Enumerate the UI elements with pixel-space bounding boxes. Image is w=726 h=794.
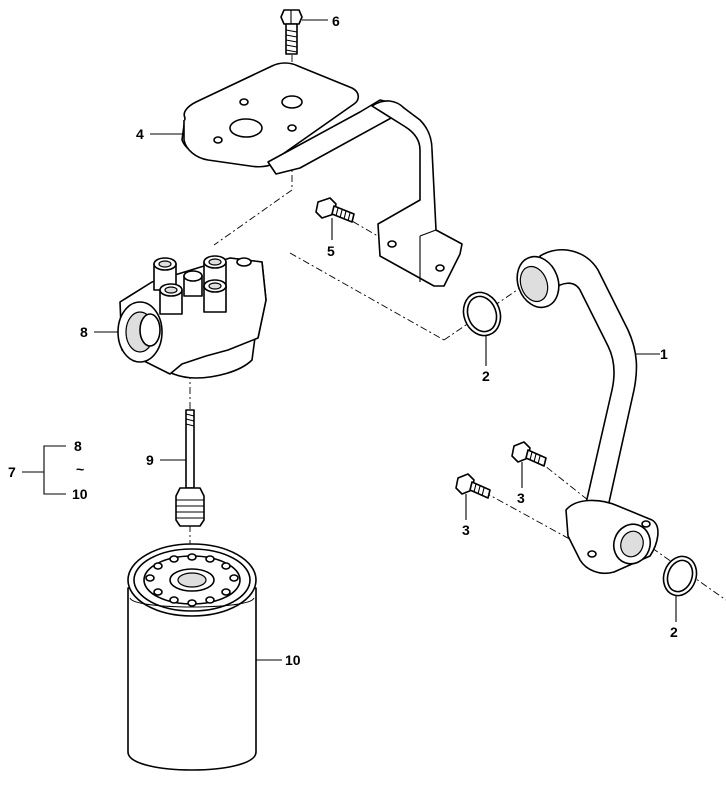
callout-7-range-end: 10 bbox=[72, 486, 88, 502]
callout-3-lower: 3 bbox=[462, 522, 470, 538]
callout-2-lower: 2 bbox=[670, 624, 678, 640]
filter-holes bbox=[145, 553, 239, 607]
filter-element-10 bbox=[127, 543, 257, 771]
callout-1: 1 bbox=[660, 346, 668, 362]
bolt-6 bbox=[280, 9, 303, 55]
pipe-1 bbox=[516, 249, 659, 575]
head-boss-left bbox=[153, 257, 177, 291]
callout-2-upper: 2 bbox=[482, 368, 490, 384]
head-boss-front-right bbox=[203, 279, 227, 313]
callout-10: 10 bbox=[285, 652, 301, 668]
filter-head-8 bbox=[117, 255, 267, 379]
bolt-3-upper bbox=[511, 441, 547, 467]
head-boss-center bbox=[183, 270, 203, 297]
head-boss-front-left bbox=[159, 283, 183, 315]
head-axis-line bbox=[213, 189, 293, 246]
callout-labels: 1 2 2 3 3 4 5 6 7 8 8 ~ 10 9 10 bbox=[8, 13, 678, 668]
callout-7: 7 bbox=[8, 464, 16, 480]
callout-7-range-start: 8 bbox=[74, 438, 82, 454]
callout-4: 4 bbox=[136, 126, 144, 142]
callout-8: 8 bbox=[80, 324, 88, 340]
leader-lines bbox=[22, 19, 677, 661]
o-ring-2-upper bbox=[462, 291, 502, 337]
callout-5: 5 bbox=[327, 243, 335, 259]
callout-7-range-tilde: ~ bbox=[76, 461, 84, 477]
callout-6: 6 bbox=[332, 13, 340, 29]
bolt-5 bbox=[315, 197, 355, 223]
bolt3-axis-upper bbox=[534, 457, 599, 509]
o-ring-2-lower bbox=[662, 555, 698, 597]
callout-3-upper: 3 bbox=[517, 490, 525, 506]
bracket-4 bbox=[181, 62, 463, 287]
bolt-3-lower bbox=[455, 473, 491, 499]
callout-9: 9 bbox=[146, 452, 154, 468]
stud-9 bbox=[175, 409, 205, 527]
